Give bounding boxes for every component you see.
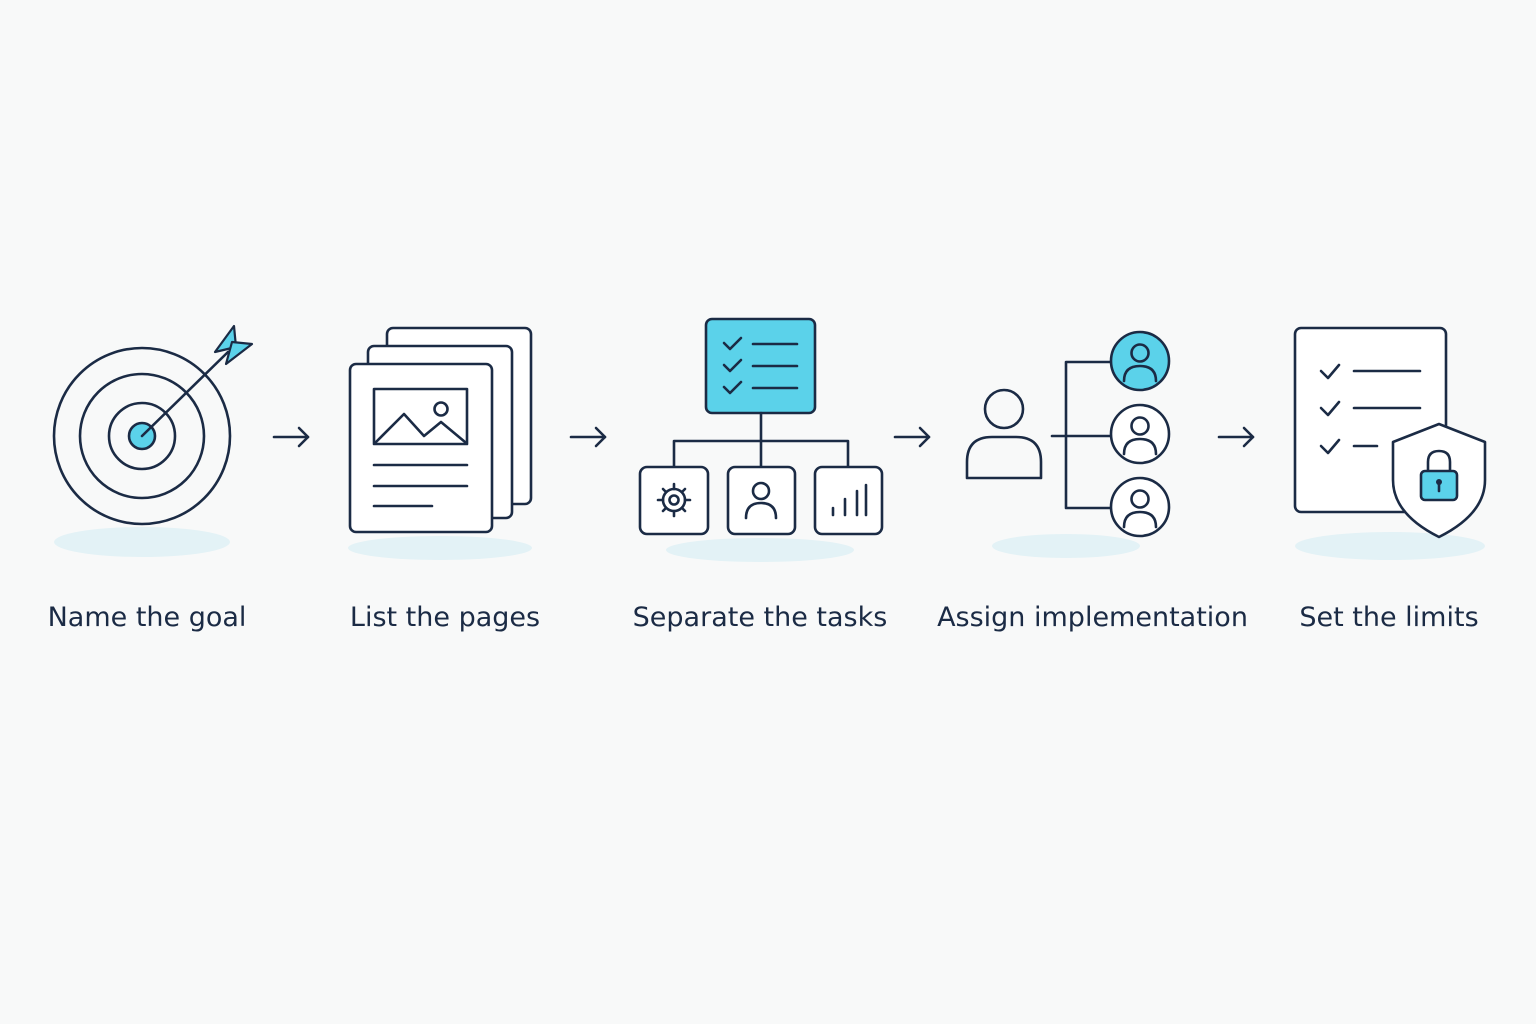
arrow-right-icon [569, 426, 607, 448]
user-icon [744, 481, 778, 520]
checklist-shield-lock-icon [1293, 326, 1487, 560]
target-arrow-icon [52, 324, 254, 557]
arrow-right-icon [893, 426, 931, 448]
step-label-separate-tasks: Separate the tasks [632, 602, 888, 633]
arrow-right-icon [1217, 426, 1255, 448]
step-label-set-limits: Set the limits [1299, 602, 1479, 633]
assign-people-icon [965, 330, 1171, 558]
step-label-name-goal: Name the goal [47, 602, 247, 633]
lock-icon [1419, 449, 1459, 502]
step-label-assign-implementation: Assign implementation [937, 602, 1248, 633]
bar-chart-icon [831, 483, 868, 517]
gear-icon [656, 482, 692, 518]
task-breakdown-icon [638, 317, 884, 562]
arrow-right-icon [272, 426, 310, 448]
step-label-list-pages: List the pages [349, 602, 541, 633]
stacked-pages-icon [348, 326, 533, 560]
